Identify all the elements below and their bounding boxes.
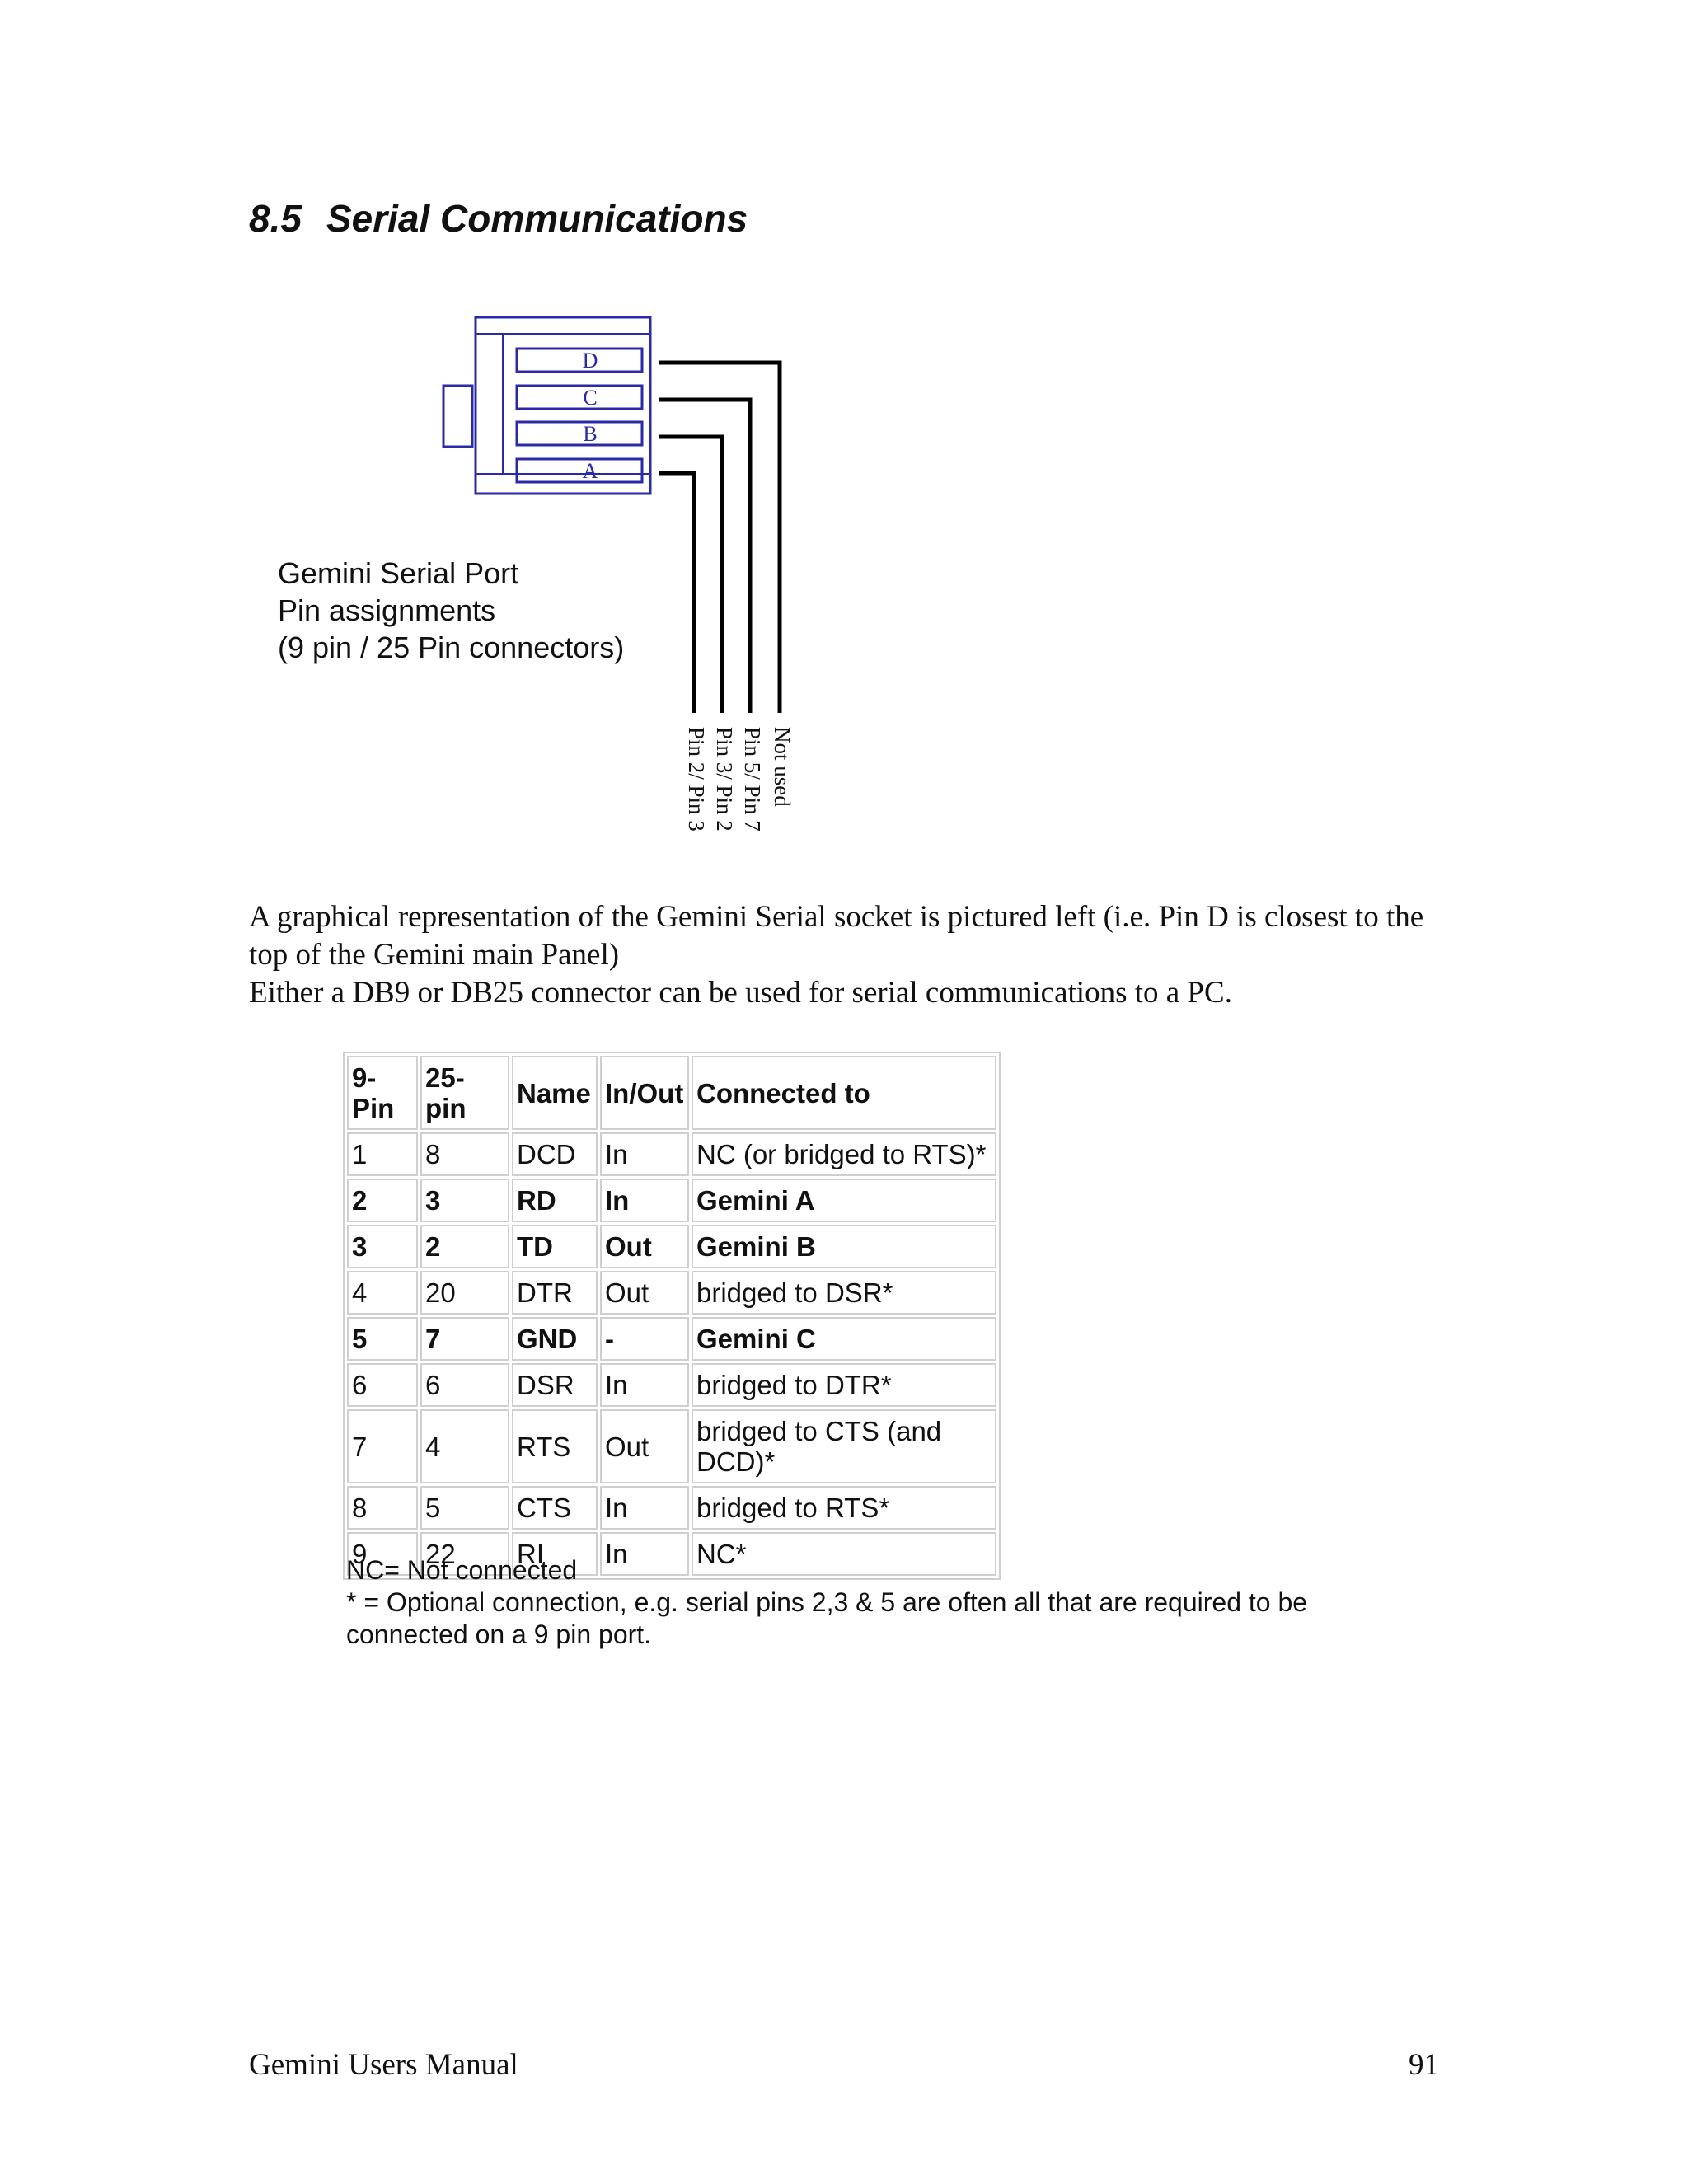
pin-label-a: A (583, 459, 598, 483)
cell-connected-to: Gemini A (692, 1179, 996, 1222)
cell-25-pin: 7 (420, 1317, 509, 1361)
cell-9-pin: 9 (347, 1532, 418, 1576)
cell-connected-to: Gemini C (692, 1317, 996, 1361)
cell-name: RI (512, 1532, 598, 1576)
wire-d (659, 360, 782, 713)
cell-25-pin: 3 (420, 1179, 509, 1222)
cell-in-out: In (600, 1132, 689, 1176)
footer-page-number: 91 (1409, 2048, 1439, 2082)
connector-body (474, 316, 652, 495)
wire-label-not-used: Not used (770, 727, 795, 807)
cell-connected-to: NC* (692, 1532, 996, 1576)
cell-name: GND (512, 1317, 598, 1361)
table-row: 6 6 DSR In bridged to DTR* (347, 1363, 996, 1407)
cell-9-pin: 6 (347, 1363, 418, 1407)
pin-slot-d (515, 347, 644, 373)
cell-9-pin: 5 (347, 1317, 418, 1361)
table-row: 2 3 RD In Gemini A (347, 1179, 996, 1222)
cell-connected-to: Gemini B (692, 1225, 996, 1268)
cell-name: DTR (512, 1271, 598, 1315)
pin-label-c: C (583, 386, 597, 410)
cell-name: CTS (512, 1486, 598, 1530)
footer-manual-title: Gemini Users Manual (249, 2048, 518, 2082)
pin-label-d: D (583, 349, 598, 373)
pin-assignment-table: 9-Pin 25-pin Name In/Out Connected to 1 … (343, 1052, 1001, 1580)
note-not-connected: NC= Not connected (346, 1555, 578, 1585)
note-optional-connection: * = Optional connection, e.g. serial pin… (346, 1587, 1308, 1649)
wire-label-pin3-pin2: Pin 3/ Pin 2 (712, 727, 737, 832)
section-number: 8.5 (249, 197, 302, 240)
cell-name: TD (512, 1225, 598, 1268)
cell-25-pin: 2 (420, 1225, 509, 1268)
cell-name: DCD (512, 1132, 598, 1176)
cell-in-out: Out (600, 1271, 689, 1315)
cell-9-pin: 3 (347, 1225, 418, 1268)
cell-in-out: In (600, 1486, 689, 1530)
cell-9-pin: 1 (347, 1132, 418, 1176)
header-in-out: In/Out (600, 1056, 689, 1130)
wire-b (659, 434, 724, 713)
pin-slot-a (515, 457, 644, 484)
table-row: 1 8 DCD In NC (or bridged to RTS)* (347, 1132, 996, 1176)
table-row: 8 5 CTS In bridged to RTS* (347, 1486, 996, 1530)
serial-port-diagram: D C B A Gemini Serial Port Pin assignmen… (278, 316, 795, 832)
table-row: 9 22 RI In NC* (347, 1532, 996, 1576)
cell-connected-to: NC (or bridged to RTS)* (692, 1132, 996, 1176)
header-25-pin: 25-pin (420, 1056, 509, 1130)
cell-name: DSR (512, 1363, 598, 1407)
table-row: 5 7 GND - Gemini C (347, 1317, 996, 1361)
cell-25-pin: 5 (420, 1486, 509, 1530)
body-paragraph-2: Either a DB9 or DB25 connector can be us… (249, 976, 1232, 1010)
wire-a (659, 471, 696, 713)
cell-9-pin: 7 (347, 1409, 418, 1483)
pin-slot-b (515, 420, 644, 447)
cell-9-pin: 2 (347, 1179, 418, 1222)
cell-25-pin: 20 (420, 1271, 509, 1315)
table-notes: NC= Not connected * = Optional connectio… (346, 1554, 1418, 1651)
pin-label-b: B (583, 422, 597, 446)
header-9-pin: 9-Pin (347, 1056, 418, 1130)
wire-c (659, 397, 753, 713)
cell-connected-to: bridged to DTR* (692, 1363, 996, 1407)
connector-tab (442, 384, 474, 448)
header-connected-to: Connected to (692, 1056, 996, 1130)
wire-label-pin5-pin7: Pin 5/ Pin 7 (740, 727, 765, 832)
section-heading: 8.5 Serial Communications (249, 196, 748, 241)
cell-in-out: In (600, 1532, 689, 1576)
cell-25-pin: 8 (420, 1132, 509, 1176)
body-text: A graphical representation of the Gemini… (249, 898, 1444, 1012)
cell-connected-to: bridged to CTS (and DCD)* (692, 1409, 996, 1483)
body-paragraph-1: A graphical representation of the Gemini… (249, 900, 1424, 972)
cell-in-out: In (600, 1363, 689, 1407)
table-row: 4 20 DTR Out bridged to DSR* (347, 1271, 996, 1315)
cell-connected-to: bridged to RTS* (692, 1486, 996, 1530)
cell-name: RTS (512, 1409, 598, 1483)
cell-9-pin: 4 (347, 1271, 418, 1315)
diagram-caption-line-2: Pin assignments (278, 593, 495, 627)
header-name: Name (512, 1056, 598, 1130)
diagram-caption-line-1: Gemini Serial Port (278, 556, 518, 590)
wire-label-pin2-pin3: Pin 2/ Pin 3 (684, 727, 709, 832)
cell-name: RD (512, 1179, 598, 1222)
table-row: 7 4 RTS Out bridged to CTS (and DCD)* (347, 1409, 996, 1483)
cell-in-out: Out (600, 1225, 689, 1268)
cell-in-out: Out (600, 1409, 689, 1483)
cell-9-pin: 8 (347, 1486, 418, 1530)
cell-25-pin: 6 (420, 1363, 509, 1407)
section-title: Serial Communications (326, 197, 748, 240)
cell-in-out: In (600, 1179, 689, 1222)
cell-in-out: - (600, 1317, 689, 1361)
table-header-row: 9-Pin 25-pin Name In/Out Connected to (347, 1056, 996, 1130)
cell-connected-to: bridged to DSR* (692, 1271, 996, 1315)
pin-slot-c (515, 384, 644, 410)
cell-25-pin: 22 (420, 1532, 509, 1576)
diagram-caption-line-3: (9 pin / 25 Pin connectors) (278, 630, 624, 664)
cell-25-pin: 4 (420, 1409, 509, 1483)
table-row: 3 2 TD Out Gemini B (347, 1225, 996, 1268)
